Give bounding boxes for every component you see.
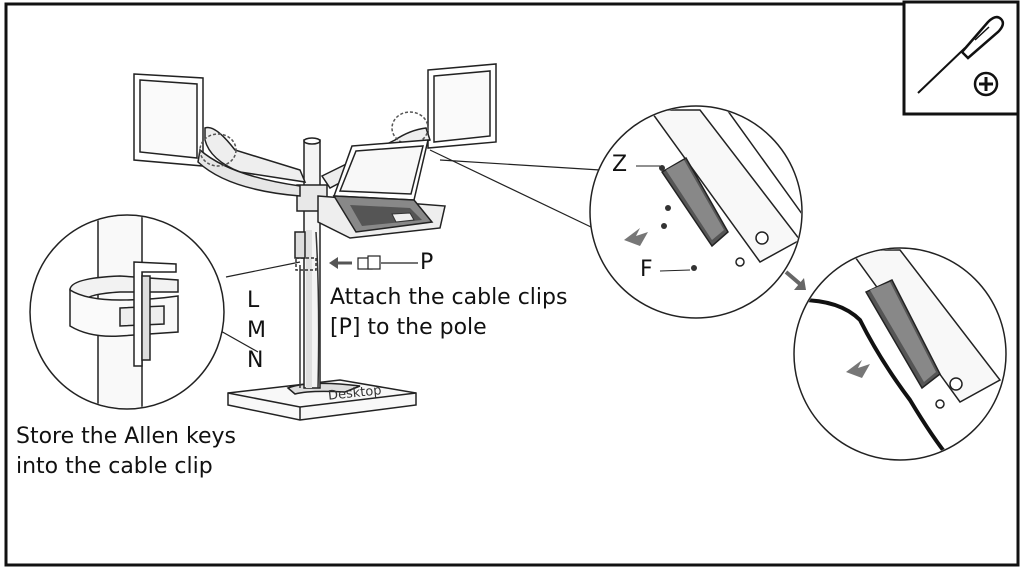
label-l: L (247, 288, 260, 313)
label-n: N (247, 348, 264, 373)
diagram-border (4, 2, 1020, 567)
label-m: M (247, 318, 266, 343)
store-caption-line-2: into the cable clip (16, 454, 213, 479)
desk-stand-illustration (133, 63, 497, 421)
attach-cable-clips-caption: Attach the cable clips [P] to the pole (330, 283, 567, 343)
label-f: F (640, 257, 653, 282)
step-arrow-icon (784, 270, 806, 290)
screwdriver-icon (917, 15, 1005, 94)
cable-route-detail-circle (793, 247, 1007, 461)
allen-key-detail-circle (29, 214, 301, 410)
attach-caption-line-1: Attach the cable clips (330, 285, 568, 310)
label-z: Z (612, 152, 628, 177)
attach-caption-line-2: [P] to the pole (330, 315, 487, 340)
store-caption-line-1: Store the Allen keys (16, 424, 236, 449)
cable-clip-p-icon (357, 255, 418, 270)
screw-detail-circle (429, 105, 803, 319)
phillips-plus-icon (973, 71, 999, 97)
cable-clip-arrow (329, 257, 352, 269)
tool-box (902, 0, 1020, 116)
store-allen-keys-caption: Store the Allen keys into the cable clip (16, 422, 236, 482)
label-p: P (420, 250, 434, 275)
